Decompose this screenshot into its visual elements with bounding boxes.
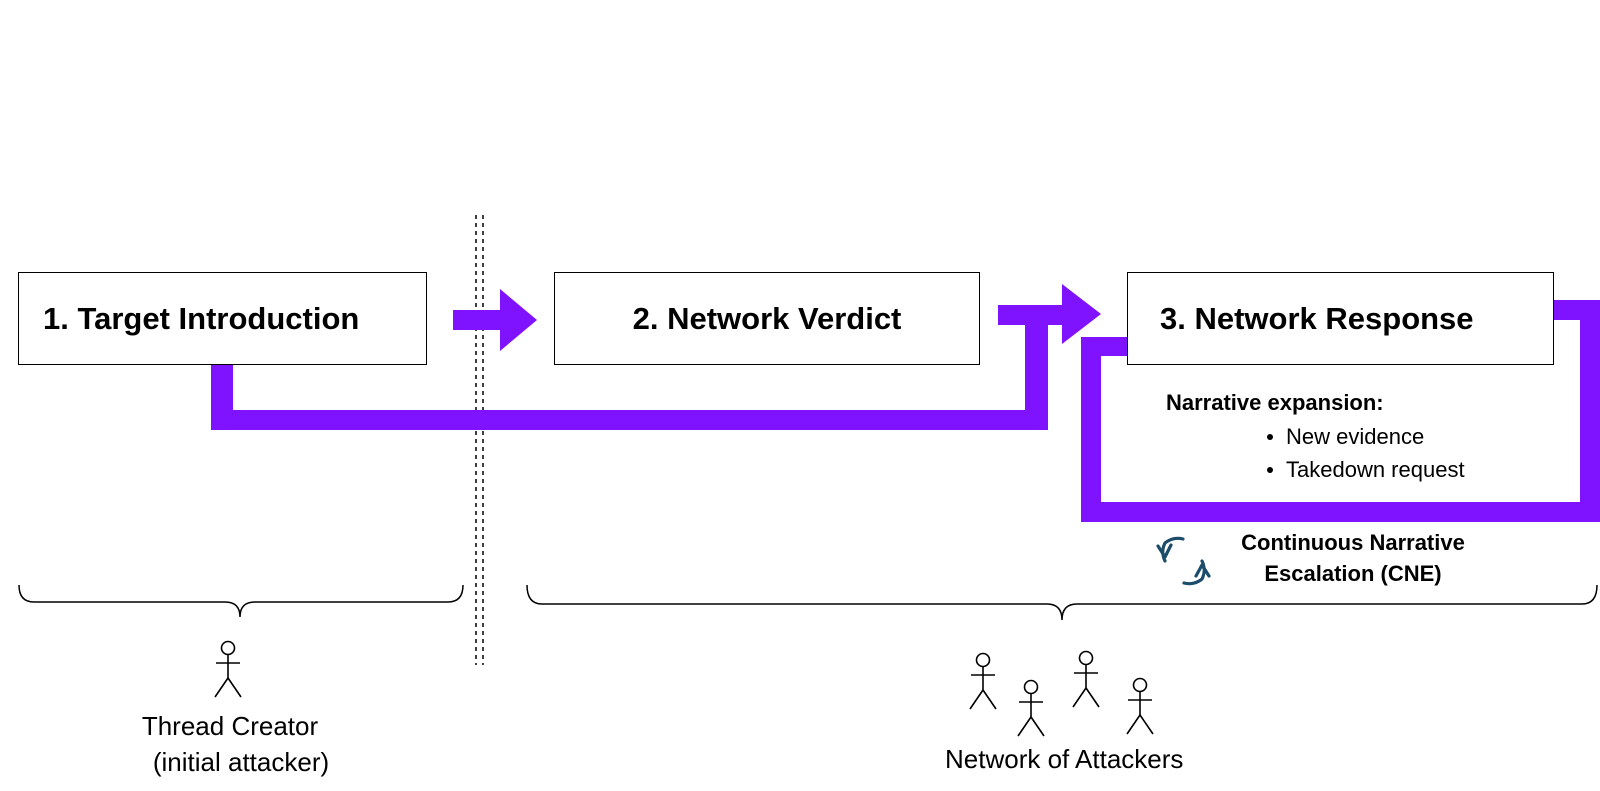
thread-creator-figure	[214, 640, 242, 698]
thread-creator-label: Thread Creator (initial attacker)	[100, 708, 360, 780]
network-brace	[526, 584, 1598, 621]
thread-creator-line-1: Thread Creator	[141, 711, 319, 741]
phase-divider	[475, 215, 484, 665]
expansion-heading: Narrative expansion:	[1166, 390, 1384, 415]
flow-arrow-1-to-2	[453, 289, 537, 351]
cycle-arrows-icon	[1156, 536, 1211, 586]
list-item: Takedown request	[1264, 453, 1465, 486]
flow-arrow-2-to-3	[998, 284, 1101, 344]
cne-label: Continuous Narrative Escalation (CNE)	[1212, 527, 1494, 589]
step-3-label: 3. Network Response	[1160, 300, 1474, 336]
step-3-box: 3. Network Response	[1127, 272, 1554, 365]
list-item: New evidence	[1264, 420, 1465, 453]
network-of-attackers-label: Network of Attackers	[945, 744, 1184, 774]
attacker-figure	[969, 652, 997, 710]
thread-creator-line-2: (initial attacker)	[152, 747, 330, 777]
attacker-figure	[1072, 650, 1100, 708]
attacker-figure	[1126, 677, 1154, 735]
step-1-box: 1. Target Introduction	[18, 272, 427, 365]
attacker-figure	[1017, 679, 1045, 737]
flow-connector-1-to-3	[211, 324, 1048, 430]
cne-label-line-1: Continuous Narrative	[1241, 530, 1465, 555]
step-2-label: 2. Network Verdict	[632, 300, 902, 336]
expansion-list: New evidence Takedown request	[1264, 420, 1465, 486]
thread-creator-brace	[18, 584, 464, 618]
step-2-box: 2. Network Verdict	[554, 272, 980, 365]
step-1-label: 1. Target Introduction	[43, 300, 360, 336]
cne-label-line-2: Escalation (CNE)	[1264, 561, 1442, 586]
